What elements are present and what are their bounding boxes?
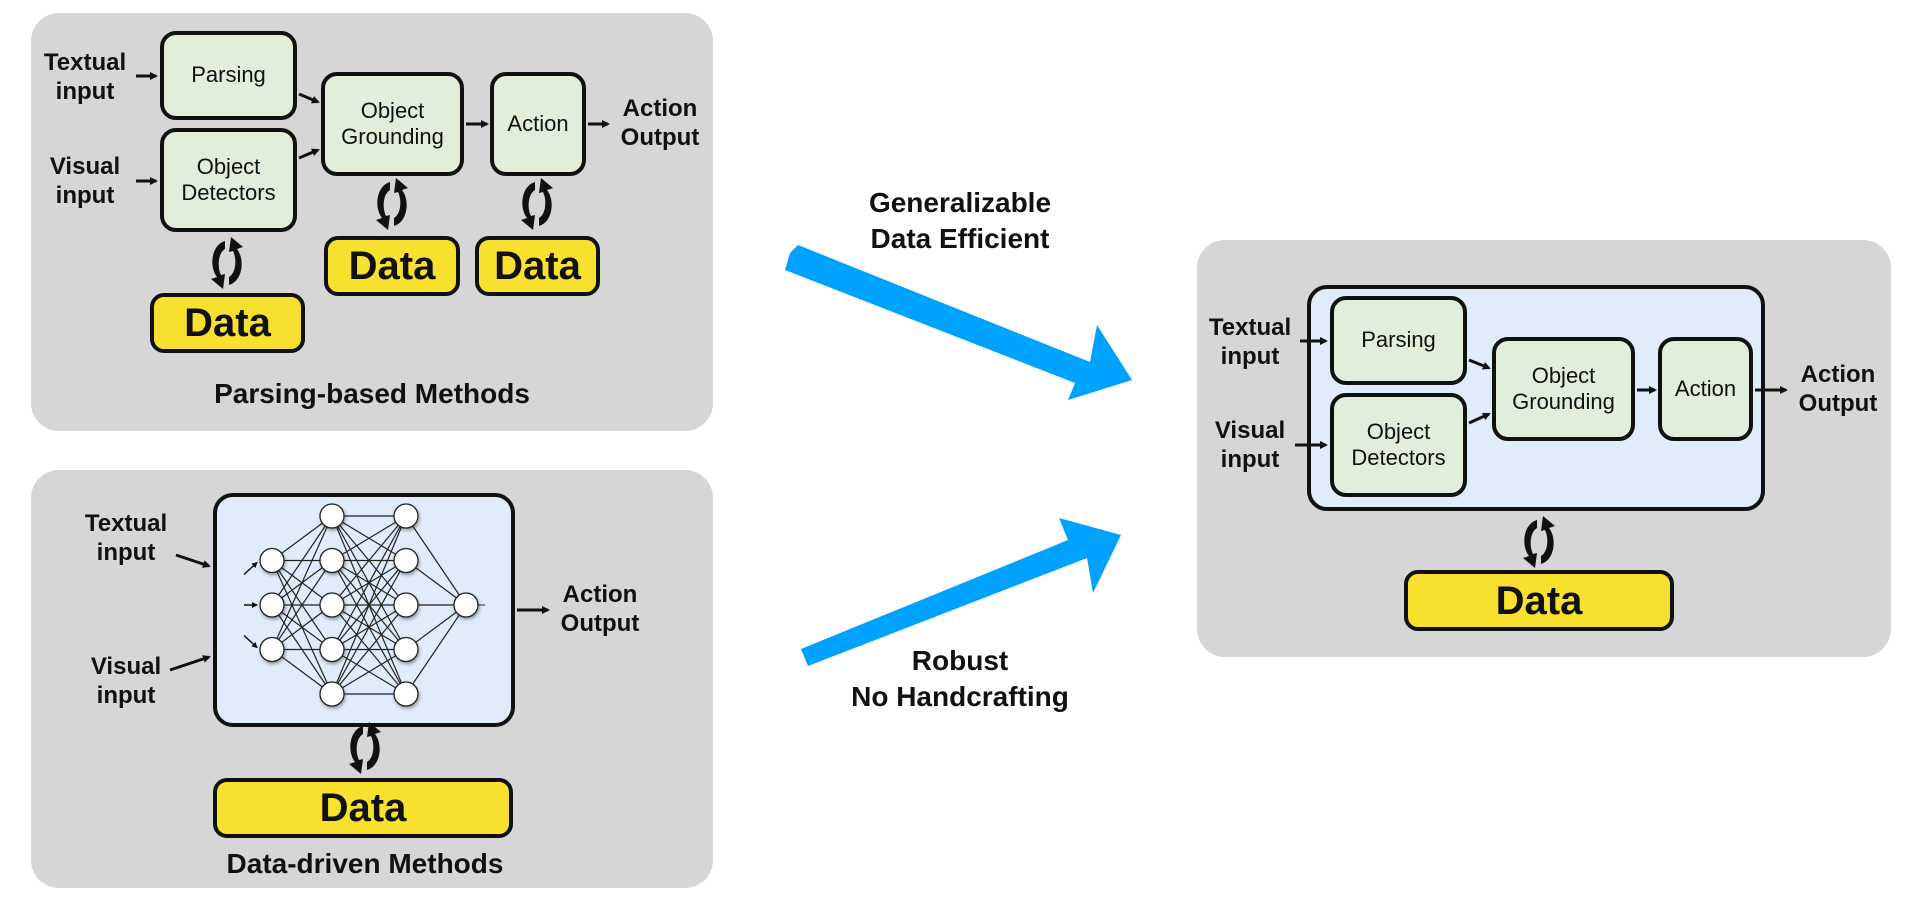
action-output-label: Action Output <box>560 581 640 638</box>
parsing-module: Parsing <box>1330 296 1467 385</box>
visual-input-label: Visual input <box>49 153 121 210</box>
textual-input-label: Textual input <box>43 49 127 106</box>
textual-input-label: Textual input <box>1208 314 1292 371</box>
big-blue-arrow-icon <box>785 245 1132 400</box>
parsing-based-title: Parsing-based Methods <box>214 378 530 409</box>
visual-input-label: Visual input <box>1214 417 1286 474</box>
bottom-transition-caption: Robust No Handcrafting <box>851 645 1069 713</box>
data-store: Data <box>213 778 513 838</box>
textual-input-label: Textual input <box>84 510 168 567</box>
neural-network-box <box>213 493 515 727</box>
action-module: Action <box>490 72 586 176</box>
object-grounding-module: Object Grounding <box>1492 337 1635 441</box>
action-module: Action <box>1658 337 1753 441</box>
data-store-detectors: Data <box>150 293 305 353</box>
action-output-label: Action Output <box>620 95 700 152</box>
visual-input-label: Visual input <box>90 653 162 710</box>
data-driven-title: Data-driven Methods <box>226 848 504 879</box>
action-output-label: Action Output <box>1798 361 1878 418</box>
object-detectors-module: Object Detectors <box>1330 393 1467 497</box>
data-store: Data <box>1404 570 1674 631</box>
top-transition-caption: Generalizable Data Efficient <box>868 187 1052 255</box>
data-store-grounding: Data <box>324 236 460 296</box>
object-detectors-module: Object Detectors <box>160 128 297 232</box>
object-grounding-module: Object Grounding <box>321 72 464 176</box>
data-store-action: Data <box>475 236 600 296</box>
parsing-module: Parsing <box>160 31 297 120</box>
